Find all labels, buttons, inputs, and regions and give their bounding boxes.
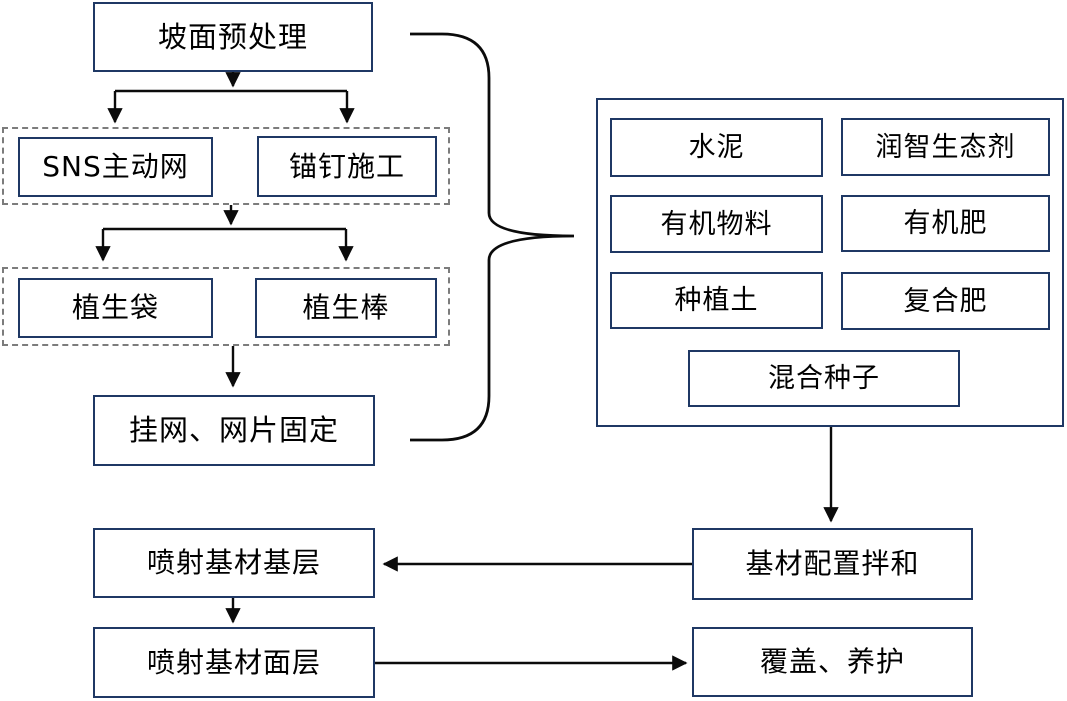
flow-node-organic-material: 有机物料 bbox=[610, 195, 823, 253]
flow-node-hangnet: 挂网、网片固定 bbox=[93, 395, 375, 466]
curly-brace bbox=[410, 32, 575, 442]
flow-node-bag: 植生袋 bbox=[18, 278, 213, 338]
flow-node-mixed-seeds: 混合种子 bbox=[688, 350, 960, 407]
flow-node-cement: 水泥 bbox=[610, 118, 823, 177]
flow-node-planting-soil: 种植土 bbox=[610, 272, 823, 329]
flow-node-organic-fertilizer: 有机肥 bbox=[841, 195, 1050, 252]
flow-node-pretreat: 坡面预处理 bbox=[93, 2, 373, 72]
flow-node-surface-layer: 喷射基材面层 bbox=[93, 627, 375, 698]
flow-node-compound-fertilizer: 复合肥 bbox=[841, 272, 1050, 330]
flow-node-base-layer: 喷射基材基层 bbox=[93, 528, 375, 598]
flow-node-sns: SNS主动网 bbox=[18, 137, 213, 197]
flow-node-cover-cure: 覆盖、养护 bbox=[692, 627, 973, 697]
flow-node-mixing: 基材配置拌和 bbox=[692, 528, 973, 600]
flow-node-eco-agent: 润智生态剂 bbox=[841, 118, 1050, 176]
flow-node-rod: 植生棒 bbox=[255, 278, 437, 338]
flow-node-anchor: 锚钉施工 bbox=[257, 136, 437, 197]
